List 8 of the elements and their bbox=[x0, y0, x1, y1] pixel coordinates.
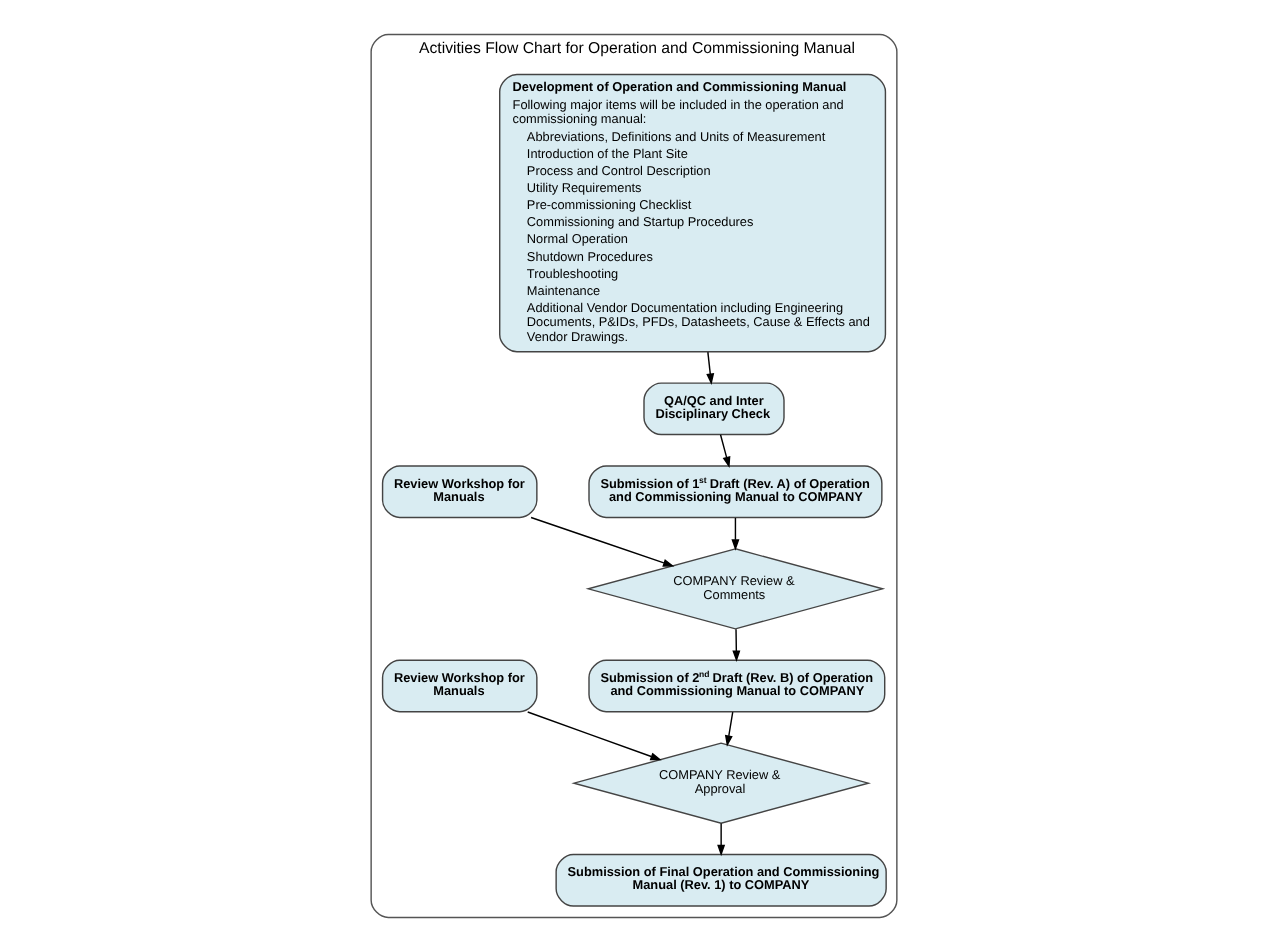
arrow bbox=[705, 351, 714, 385]
arrow bbox=[731, 628, 740, 662]
arrow bbox=[730, 517, 739, 551]
arrow bbox=[723, 711, 733, 747]
arrow bbox=[526, 711, 661, 761]
arrow bbox=[718, 434, 730, 469]
arrow bbox=[529, 516, 674, 567]
arrow bbox=[716, 822, 725, 857]
